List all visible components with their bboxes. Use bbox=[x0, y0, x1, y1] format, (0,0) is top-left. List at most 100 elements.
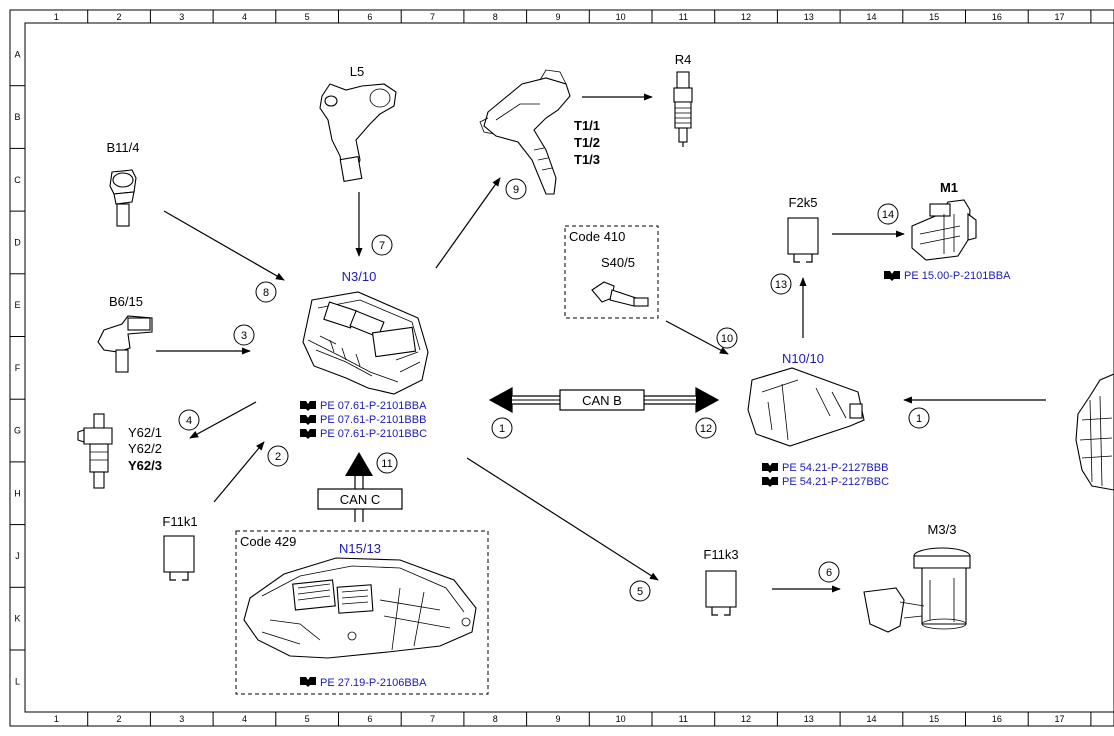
label-b11-4: B11/4 bbox=[106, 140, 139, 155]
signal-number: 5 bbox=[637, 586, 643, 598]
grid-row-label: L bbox=[15, 676, 20, 686]
signal-circle-5: 5 bbox=[629, 580, 651, 602]
grid-col-label: 4 bbox=[242, 12, 247, 22]
signal-number: 14 bbox=[882, 209, 894, 221]
label-m3-3: M3/3 bbox=[928, 522, 957, 537]
signal-number: 1 bbox=[499, 423, 505, 435]
signal-circle-4: 4 bbox=[178, 409, 200, 431]
code-429-box bbox=[235, 530, 489, 695]
label-code-410: Code 410 bbox=[569, 229, 625, 244]
label-f2k5: F2k5 bbox=[789, 195, 818, 210]
signal-number: 2 bbox=[275, 451, 281, 463]
m3-3-fuel-pump-drawing bbox=[863, 547, 971, 633]
drawing-frame bbox=[9, 9, 1114, 727]
grid-row-label: D bbox=[14, 237, 21, 247]
grid-col-label: 13 bbox=[804, 12, 814, 22]
grid-col-label: 7 bbox=[430, 12, 435, 22]
grid-col-label: 12 bbox=[741, 12, 751, 22]
label-t1-1: T1/1 bbox=[574, 118, 600, 133]
b11-4-temperature-sensor-drawing bbox=[109, 169, 137, 227]
grid-row-label: K bbox=[14, 614, 20, 624]
right-partial-component-drawing bbox=[1075, 373, 1114, 491]
f11k3-relay-drawing bbox=[705, 570, 737, 616]
book-icon bbox=[300, 271, 900, 687]
signal-circle-9: 9 bbox=[505, 178, 527, 200]
ref-n3-10-b[interactable]: PE 07.61-P-2101BBB bbox=[320, 414, 426, 426]
signal-circle-7: 7 bbox=[371, 234, 393, 256]
signal-circle-2: 2 bbox=[267, 445, 289, 467]
n15-13-control-unit-drawing bbox=[243, 557, 477, 659]
label-f11k1: F11k1 bbox=[162, 514, 197, 529]
line-2 bbox=[213, 441, 265, 503]
grid-col-label: 8 bbox=[493, 12, 498, 22]
label-t1-2: T1/2 bbox=[574, 135, 600, 150]
label-b6-15: B6/15 bbox=[109, 294, 143, 309]
f11k1-relay-drawing bbox=[163, 535, 195, 581]
grid-col-label: 17 bbox=[1055, 12, 1065, 22]
label-n15-13: N15/13 bbox=[339, 541, 381, 556]
grid-col-label: 9 bbox=[555, 12, 560, 22]
grid-col-label: 8 bbox=[493, 714, 498, 724]
grid-row-label: B bbox=[14, 112, 20, 122]
signal-circle-6: 6 bbox=[818, 561, 840, 583]
label-y62-3: Y62/3 bbox=[128, 458, 162, 473]
ref-n10-10-b[interactable]: PE 54.21-P-2127BBC bbox=[782, 476, 889, 488]
r4-spark-plug-drawing bbox=[673, 71, 693, 147]
grid-col-label: 7 bbox=[430, 714, 435, 724]
signal-circle-12: 12 bbox=[695, 417, 717, 439]
signal-number: 4 bbox=[186, 415, 192, 427]
label-y62-2: Y62/2 bbox=[128, 441, 162, 456]
grid-col-label: 11 bbox=[679, 12, 688, 22]
grid-col-label: 15 bbox=[929, 714, 939, 724]
n10-10-control-unit-drawing bbox=[747, 367, 865, 447]
s40-5-switch-drawing bbox=[591, 281, 649, 307]
grid-col-label: 1 bbox=[54, 12, 59, 22]
grid-col-label: 6 bbox=[367, 12, 372, 22]
grid-col-label: 2 bbox=[117, 714, 122, 724]
can-b-label: CAN B bbox=[582, 393, 622, 408]
grid-row-label: E bbox=[14, 300, 20, 310]
f2k5-relay-drawing bbox=[787, 217, 819, 263]
signal-number: 3 bbox=[241, 330, 247, 342]
label-m1: M1 bbox=[940, 180, 958, 195]
ref-n15-13[interactable]: PE 27.19-P-2106BBA bbox=[320, 677, 427, 689]
can-c-bus-arrow bbox=[317, 452, 403, 522]
label-r4: R4 bbox=[675, 52, 692, 67]
grid-col-label: 3 bbox=[179, 12, 184, 22]
signal-circle-8: 8 bbox=[255, 281, 277, 303]
ref-n3-10-c[interactable]: PE 07.61-P-2101BBC bbox=[320, 428, 427, 440]
ref-n10-10-a[interactable]: PE 54.21-P-2127BBB bbox=[782, 462, 888, 474]
signal-circle-10: 10 bbox=[716, 327, 738, 349]
grid-col-label: 4 bbox=[242, 714, 247, 724]
grid-row-label: H bbox=[14, 488, 21, 498]
signal-lines bbox=[156, 93, 1046, 593]
signal-number: 8 bbox=[263, 287, 269, 299]
line-5 bbox=[466, 457, 659, 581]
label-l5: L5 bbox=[350, 64, 364, 79]
ref-n3-10-a[interactable]: PE 07.61-P-2101BBA bbox=[320, 400, 427, 412]
grid-col-label: 10 bbox=[616, 12, 626, 22]
grid-col-label: 14 bbox=[866, 12, 876, 22]
grid-col-label: 2 bbox=[117, 12, 122, 22]
ref-m1[interactable]: PE 15.00-P-2101BBA bbox=[904, 270, 1011, 282]
signal-number: 13 bbox=[775, 279, 787, 291]
grid-col-label: 1 bbox=[54, 714, 59, 724]
grid-col-label: 5 bbox=[305, 714, 310, 724]
y62-injector-drawing bbox=[77, 413, 113, 489]
signal-circle-1: 1 bbox=[908, 407, 930, 429]
m1-starter-drawing bbox=[911, 199, 977, 261]
can-b-bus-arrow bbox=[488, 386, 720, 414]
label-n3-10: N3/10 bbox=[342, 269, 377, 284]
grid-col-label: 6 bbox=[367, 714, 372, 724]
label-s40-5: S40/5 bbox=[601, 255, 635, 270]
signal-number: 7 bbox=[379, 240, 385, 252]
label-code-429: Code 429 bbox=[240, 534, 296, 549]
label-y62-1: Y62/1 bbox=[128, 425, 162, 440]
can-c-label: CAN C bbox=[340, 492, 380, 507]
signal-circle-3: 3 bbox=[233, 324, 255, 346]
grid-col-label: 12 bbox=[741, 714, 751, 724]
n3-10-control-unit-drawing bbox=[302, 291, 429, 395]
